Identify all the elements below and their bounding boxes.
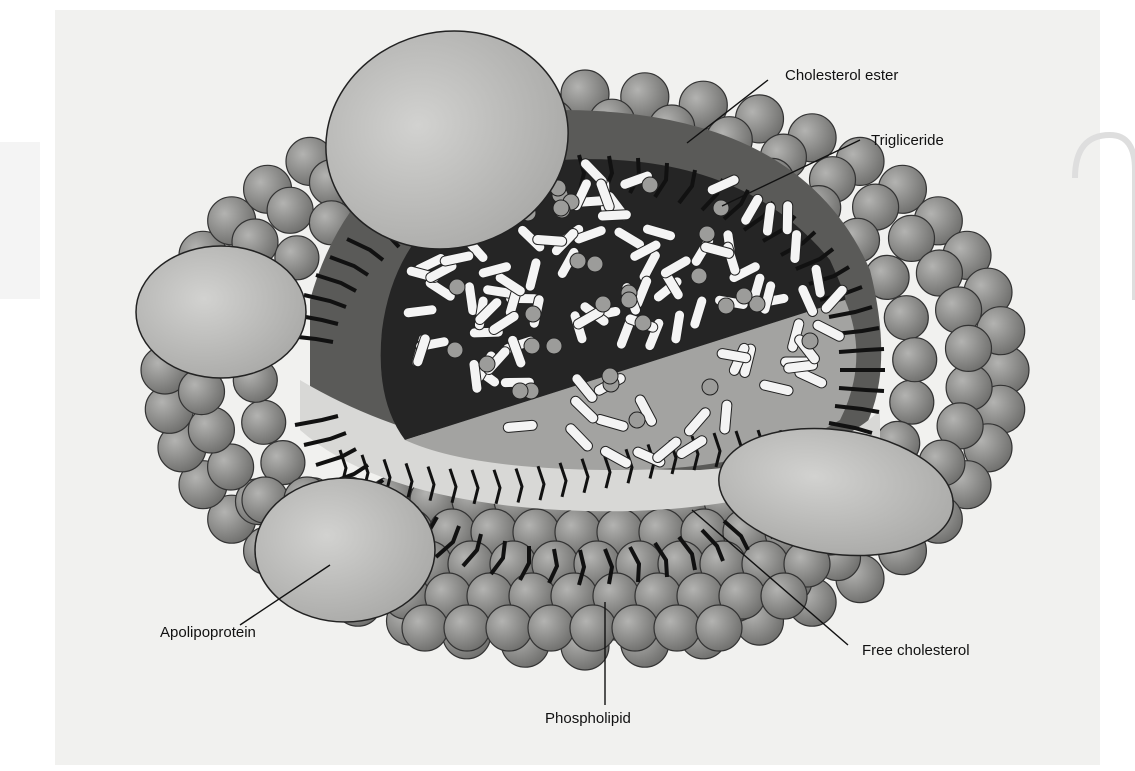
cholesterol-molecule — [546, 338, 562, 354]
phospholipid-head — [654, 605, 700, 651]
label-apolipoprotein: Apolipoprotein — [160, 624, 256, 641]
label-phospholipid: Phospholipid — [545, 710, 631, 727]
cholesterol-molecule — [553, 200, 569, 216]
cholesterol-molecule — [736, 288, 752, 304]
phospholipid-head — [570, 605, 616, 651]
core-rod — [532, 234, 567, 246]
cholesterol-molecule — [629, 412, 645, 428]
cholesterol-molecule — [524, 338, 540, 354]
cholesterol-molecule — [587, 256, 603, 272]
core-rod — [790, 229, 802, 264]
cholesterol-molecule — [621, 292, 637, 308]
apolipoprotein-bottom-left — [255, 478, 435, 622]
cholesterol-molecule — [570, 253, 586, 269]
cholesterol-molecule — [702, 379, 718, 395]
phospholipid-head — [242, 400, 286, 444]
cholesterol-molecule — [595, 296, 611, 312]
label-triglyceride: Trigliceride — [871, 132, 944, 149]
cholesterol-molecule — [802, 333, 818, 349]
phospholipid-head — [884, 296, 928, 340]
phospholipid-head — [696, 605, 742, 651]
cholesterol-molecule — [713, 200, 729, 216]
phospholipid-head — [761, 573, 807, 619]
cholesterol-molecule — [602, 368, 618, 384]
phospholipid-head — [528, 605, 574, 651]
core-rod — [597, 210, 631, 222]
cholesterol-molecule — [512, 383, 528, 399]
cholesterol-molecule — [699, 226, 715, 242]
label-free-cholesterol: Free cholesterol — [862, 642, 970, 659]
phospholipid-head — [890, 380, 934, 424]
phospholipid-head — [402, 605, 448, 651]
phospholipid-head — [486, 605, 532, 651]
cholesterol-molecule — [447, 342, 463, 358]
cholesterol-molecule — [525, 306, 541, 322]
phospholipid-head — [267, 187, 313, 233]
phospholipid-head — [612, 605, 658, 651]
phospholipid-head — [946, 325, 992, 371]
label-cholesterol-ester: Cholesterol ester — [785, 67, 898, 84]
phospholipid-head — [444, 605, 490, 651]
cholesterol-molecule — [449, 279, 465, 295]
cholesterol-molecule — [691, 268, 707, 284]
cholesterol-molecule — [642, 177, 658, 193]
cholesterol-molecule — [635, 315, 651, 331]
core-rod — [782, 201, 793, 235]
cholesterol-molecule — [479, 356, 495, 372]
phospholipid-head — [893, 338, 937, 382]
apolipoprotein-left — [136, 246, 306, 378]
cholesterol-molecule — [718, 298, 734, 314]
